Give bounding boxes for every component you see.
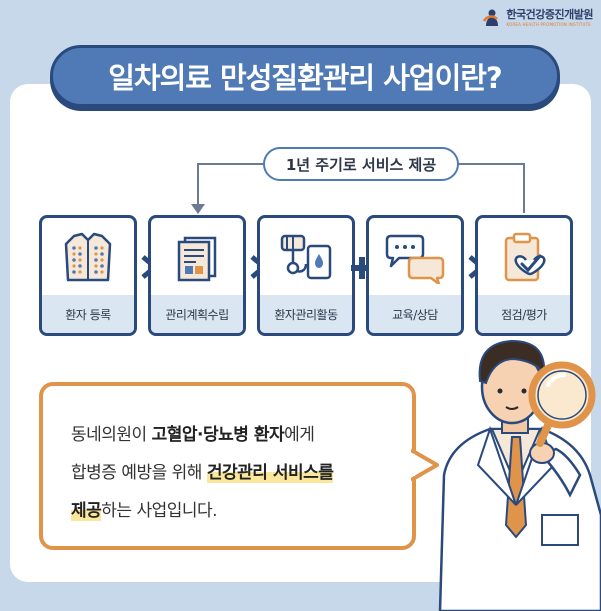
step-review-evaluation: 점검/평가 (475, 215, 573, 336)
step-label: 환자 등록 (42, 295, 134, 333)
logo-mark-icon (482, 7, 502, 27)
step-patient-registration: 환자 등록 (39, 215, 137, 336)
description-bubble: 동네의원이 고혈압·당뇨병 환자에게 합병증 예방을 위해 건강관리 서비스를 … (39, 382, 416, 550)
step-label: 환자관리활동 (260, 295, 352, 333)
bubble-tail (411, 448, 439, 482)
plus-icon (351, 257, 373, 279)
speech-bubbles-icon (369, 218, 461, 298)
logo-name-en: KOREA HEALTH PROMOTION INSTITUTE (506, 22, 591, 27)
vest-icon (42, 218, 134, 298)
step-label: 교육/상담 (369, 295, 461, 333)
description-line-3: 제공하는 사업입니다. (71, 501, 218, 521)
description-line-1: 동네의원이 고혈압·당뇨병 환자에게 (71, 425, 315, 445)
step-label: 점검/평가 (478, 295, 570, 333)
cycle-arrow-down-icon (191, 204, 205, 214)
clipboard-check-icon (478, 218, 570, 298)
logo: 한국건강증진개발원 KOREA HEALTH PROMOTION INSTITU… (482, 6, 593, 27)
doctor-with-magnifier-illustration (438, 339, 601, 611)
step-education-counseling: 교육/상담 (366, 215, 464, 336)
step-care-plan: 관리계획수립 (148, 215, 246, 336)
documents-icon (151, 218, 243, 298)
cycle-label: 1년 주기로 서비스 제공 (263, 147, 459, 181)
page-title: 일차의료 만성질환관리 사업이란? (108, 61, 503, 95)
description-line-2: 합병증 예방을 위해 건강관리 서비스를 (71, 463, 334, 483)
logo-name-ko: 한국건강증진개발원 (506, 8, 593, 21)
blood-pressure-glucose-icon (260, 218, 352, 298)
step-patient-care: 환자관리활동 (257, 215, 355, 336)
title-banner: 일차의료 만성질환관리 사업이란? (50, 45, 560, 107)
step-label: 관리계획수립 (151, 295, 243, 333)
